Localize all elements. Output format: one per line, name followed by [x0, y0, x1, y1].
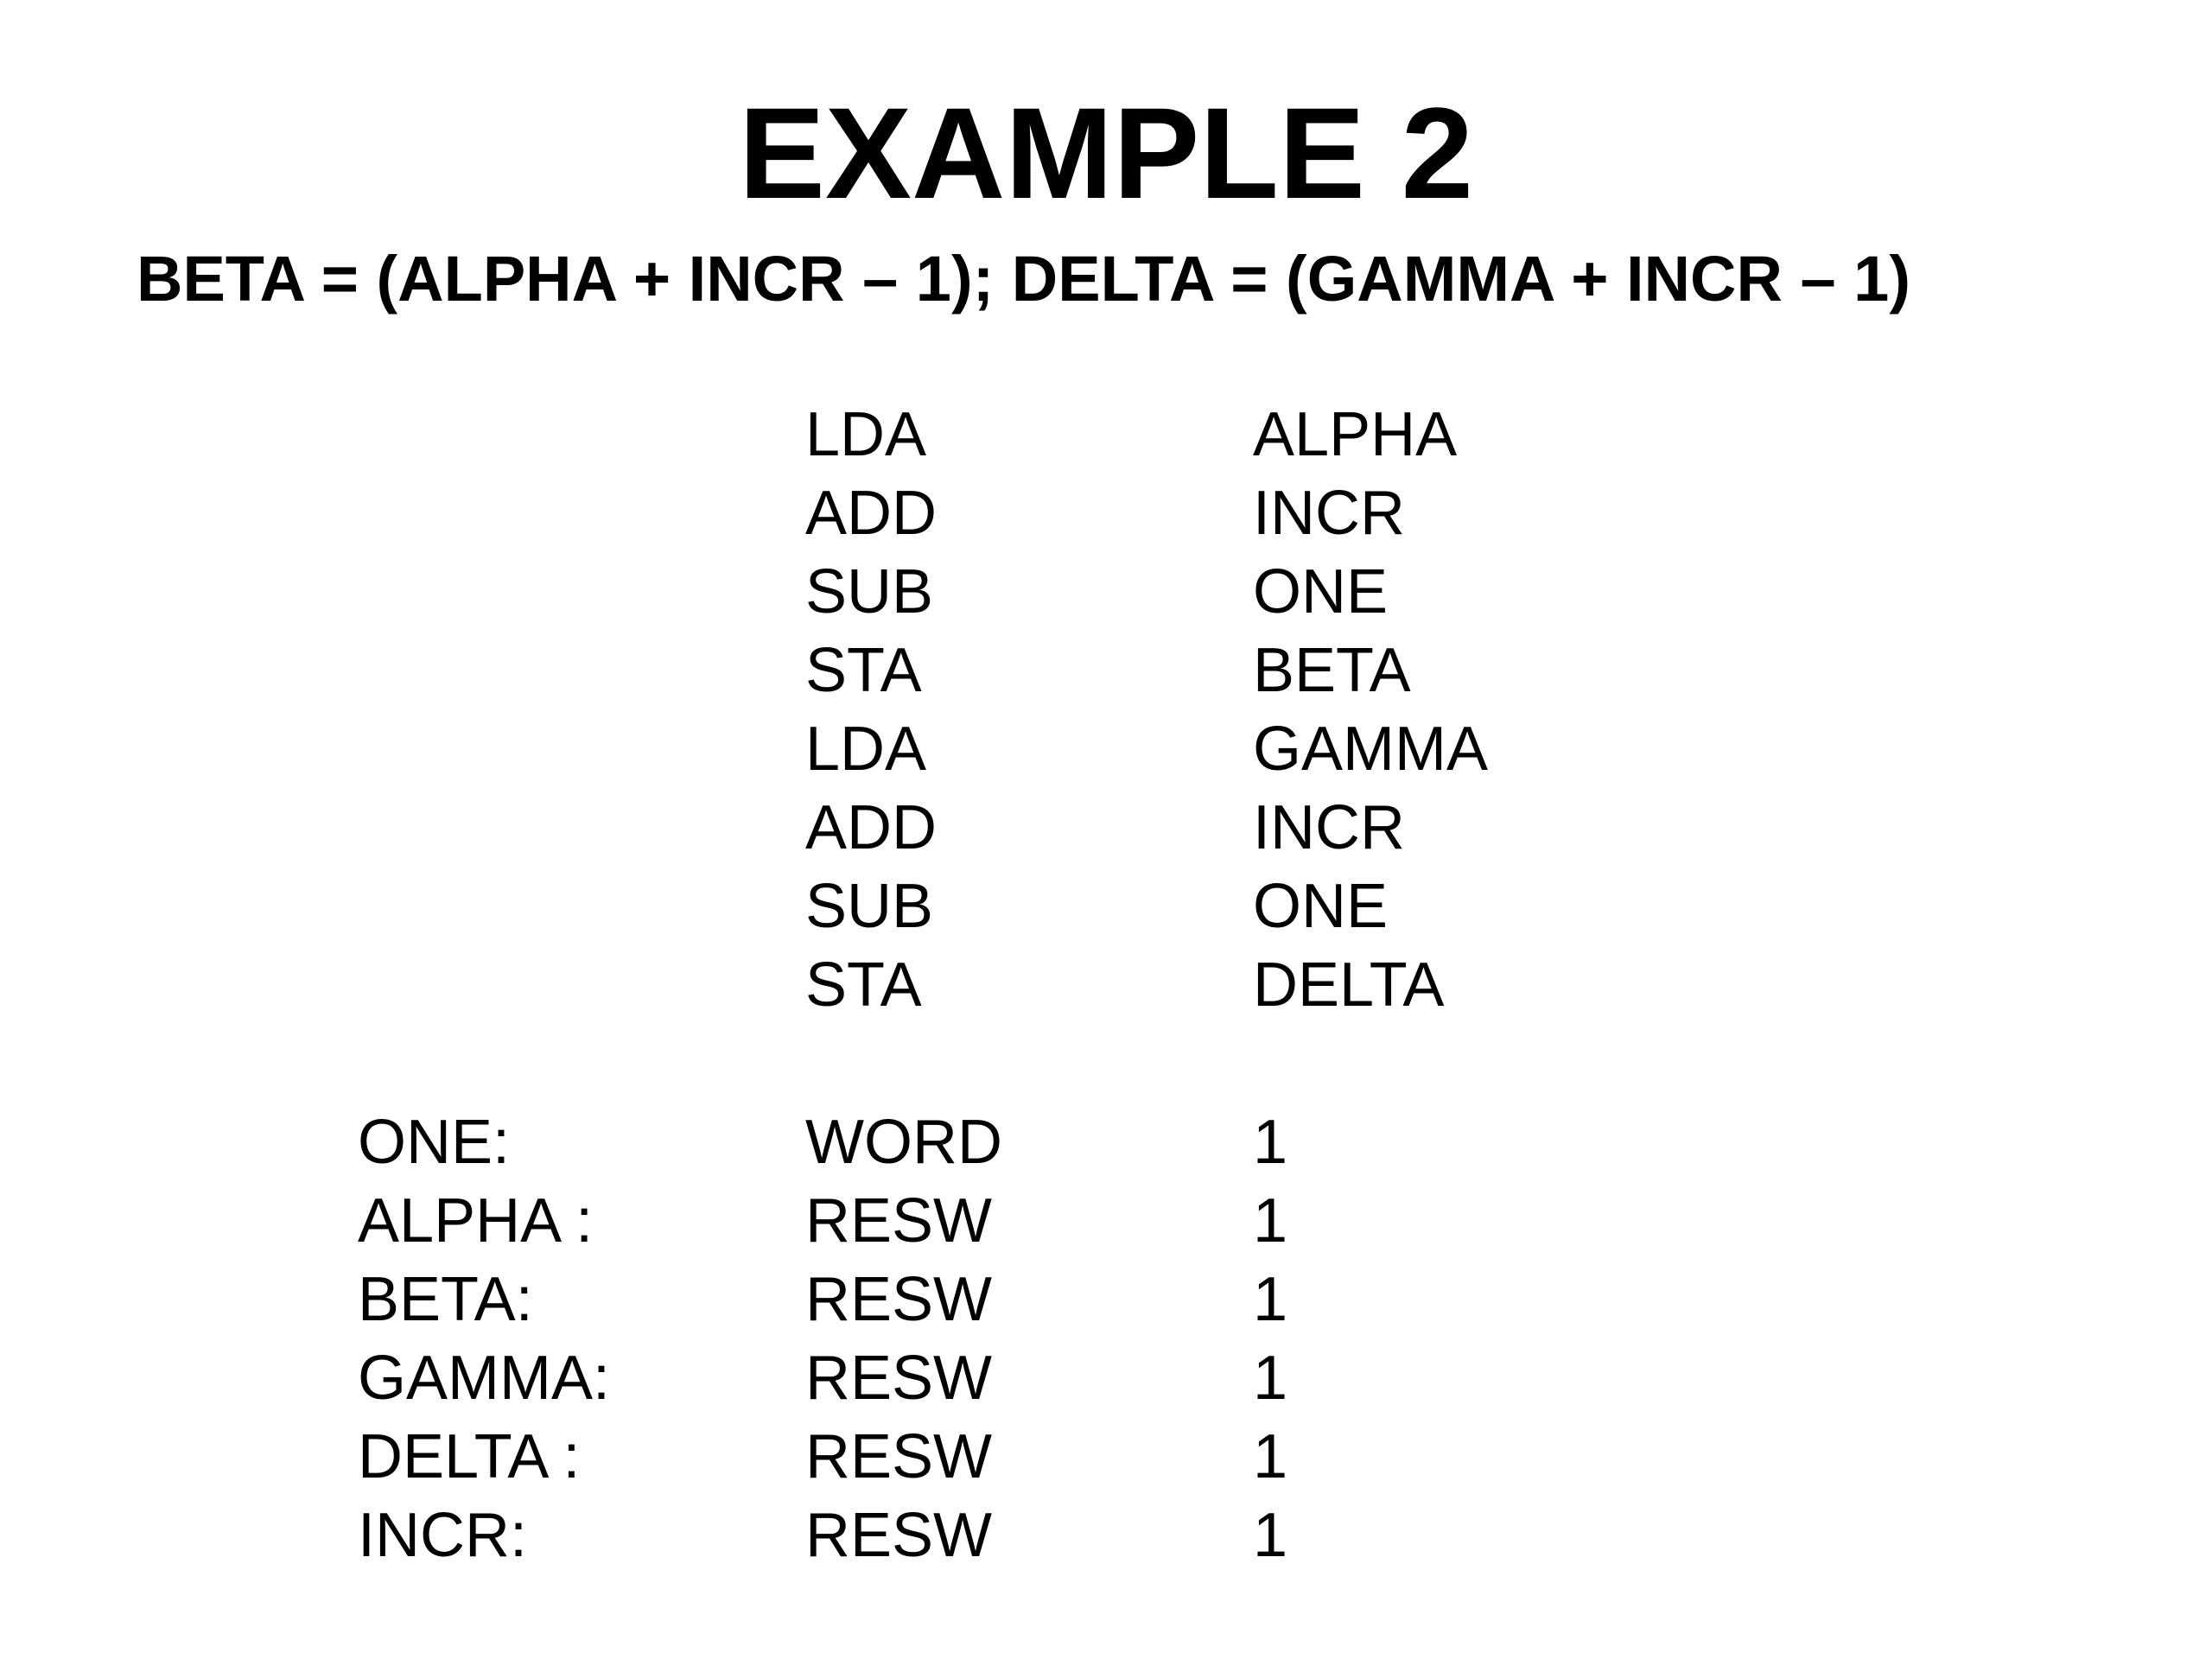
instruction-arg: INCR [1253, 479, 1405, 548]
declaration-label: ONE: [358, 1108, 511, 1177]
declaration-arg: 1 [1253, 1186, 1288, 1255]
declaration-arg: 1 [1253, 1108, 1288, 1177]
instruction-op: SUB [805, 557, 934, 626]
instruction-op: LDA [805, 400, 927, 469]
declaration-op: RESW [805, 1186, 992, 1255]
instruction-arg: BETA [1253, 636, 1411, 705]
declaration-label: BETA: [358, 1265, 533, 1334]
instruction-arg: INCR [1253, 793, 1405, 862]
instruction-op: STA [805, 950, 922, 1020]
slide-title: EXAMPLE 2 [738, 80, 1474, 226]
instruction-arg: ONE [1253, 557, 1389, 626]
declaration-arg: 1 [1253, 1501, 1288, 1570]
declaration-op: RESW [805, 1501, 992, 1570]
instruction-op: ADD [805, 479, 938, 548]
declaration-op: RESW [805, 1422, 992, 1491]
instruction-op: LDA [805, 715, 927, 784]
declaration-arg: 1 [1253, 1265, 1288, 1334]
declaration-label: INCR: [358, 1501, 527, 1570]
instruction-arg: DELTA [1253, 950, 1445, 1020]
instruction-op: SUB [805, 872, 934, 941]
instruction-op: ADD [805, 793, 938, 862]
instruction-arg: GAMMA [1253, 715, 1489, 784]
instruction-op: STA [805, 636, 922, 705]
declaration-label: GAMMA: [358, 1344, 611, 1413]
declaration-arg: 1 [1253, 1422, 1288, 1491]
instruction-arg: ONE [1253, 872, 1389, 941]
formula-line: BETA = (ALPHA + INCR – 1); DELTA = (GAMM… [137, 243, 1910, 315]
declaration-label: DELTA : [358, 1422, 581, 1491]
declaration-arg: 1 [1253, 1344, 1288, 1413]
declaration-op: WORD [805, 1108, 1002, 1177]
instruction-arg: ALPHA [1253, 400, 1458, 469]
declaration-op: RESW [805, 1265, 992, 1334]
declaration-op: RESW [805, 1344, 992, 1413]
declaration-label: ALPHA : [358, 1186, 594, 1255]
